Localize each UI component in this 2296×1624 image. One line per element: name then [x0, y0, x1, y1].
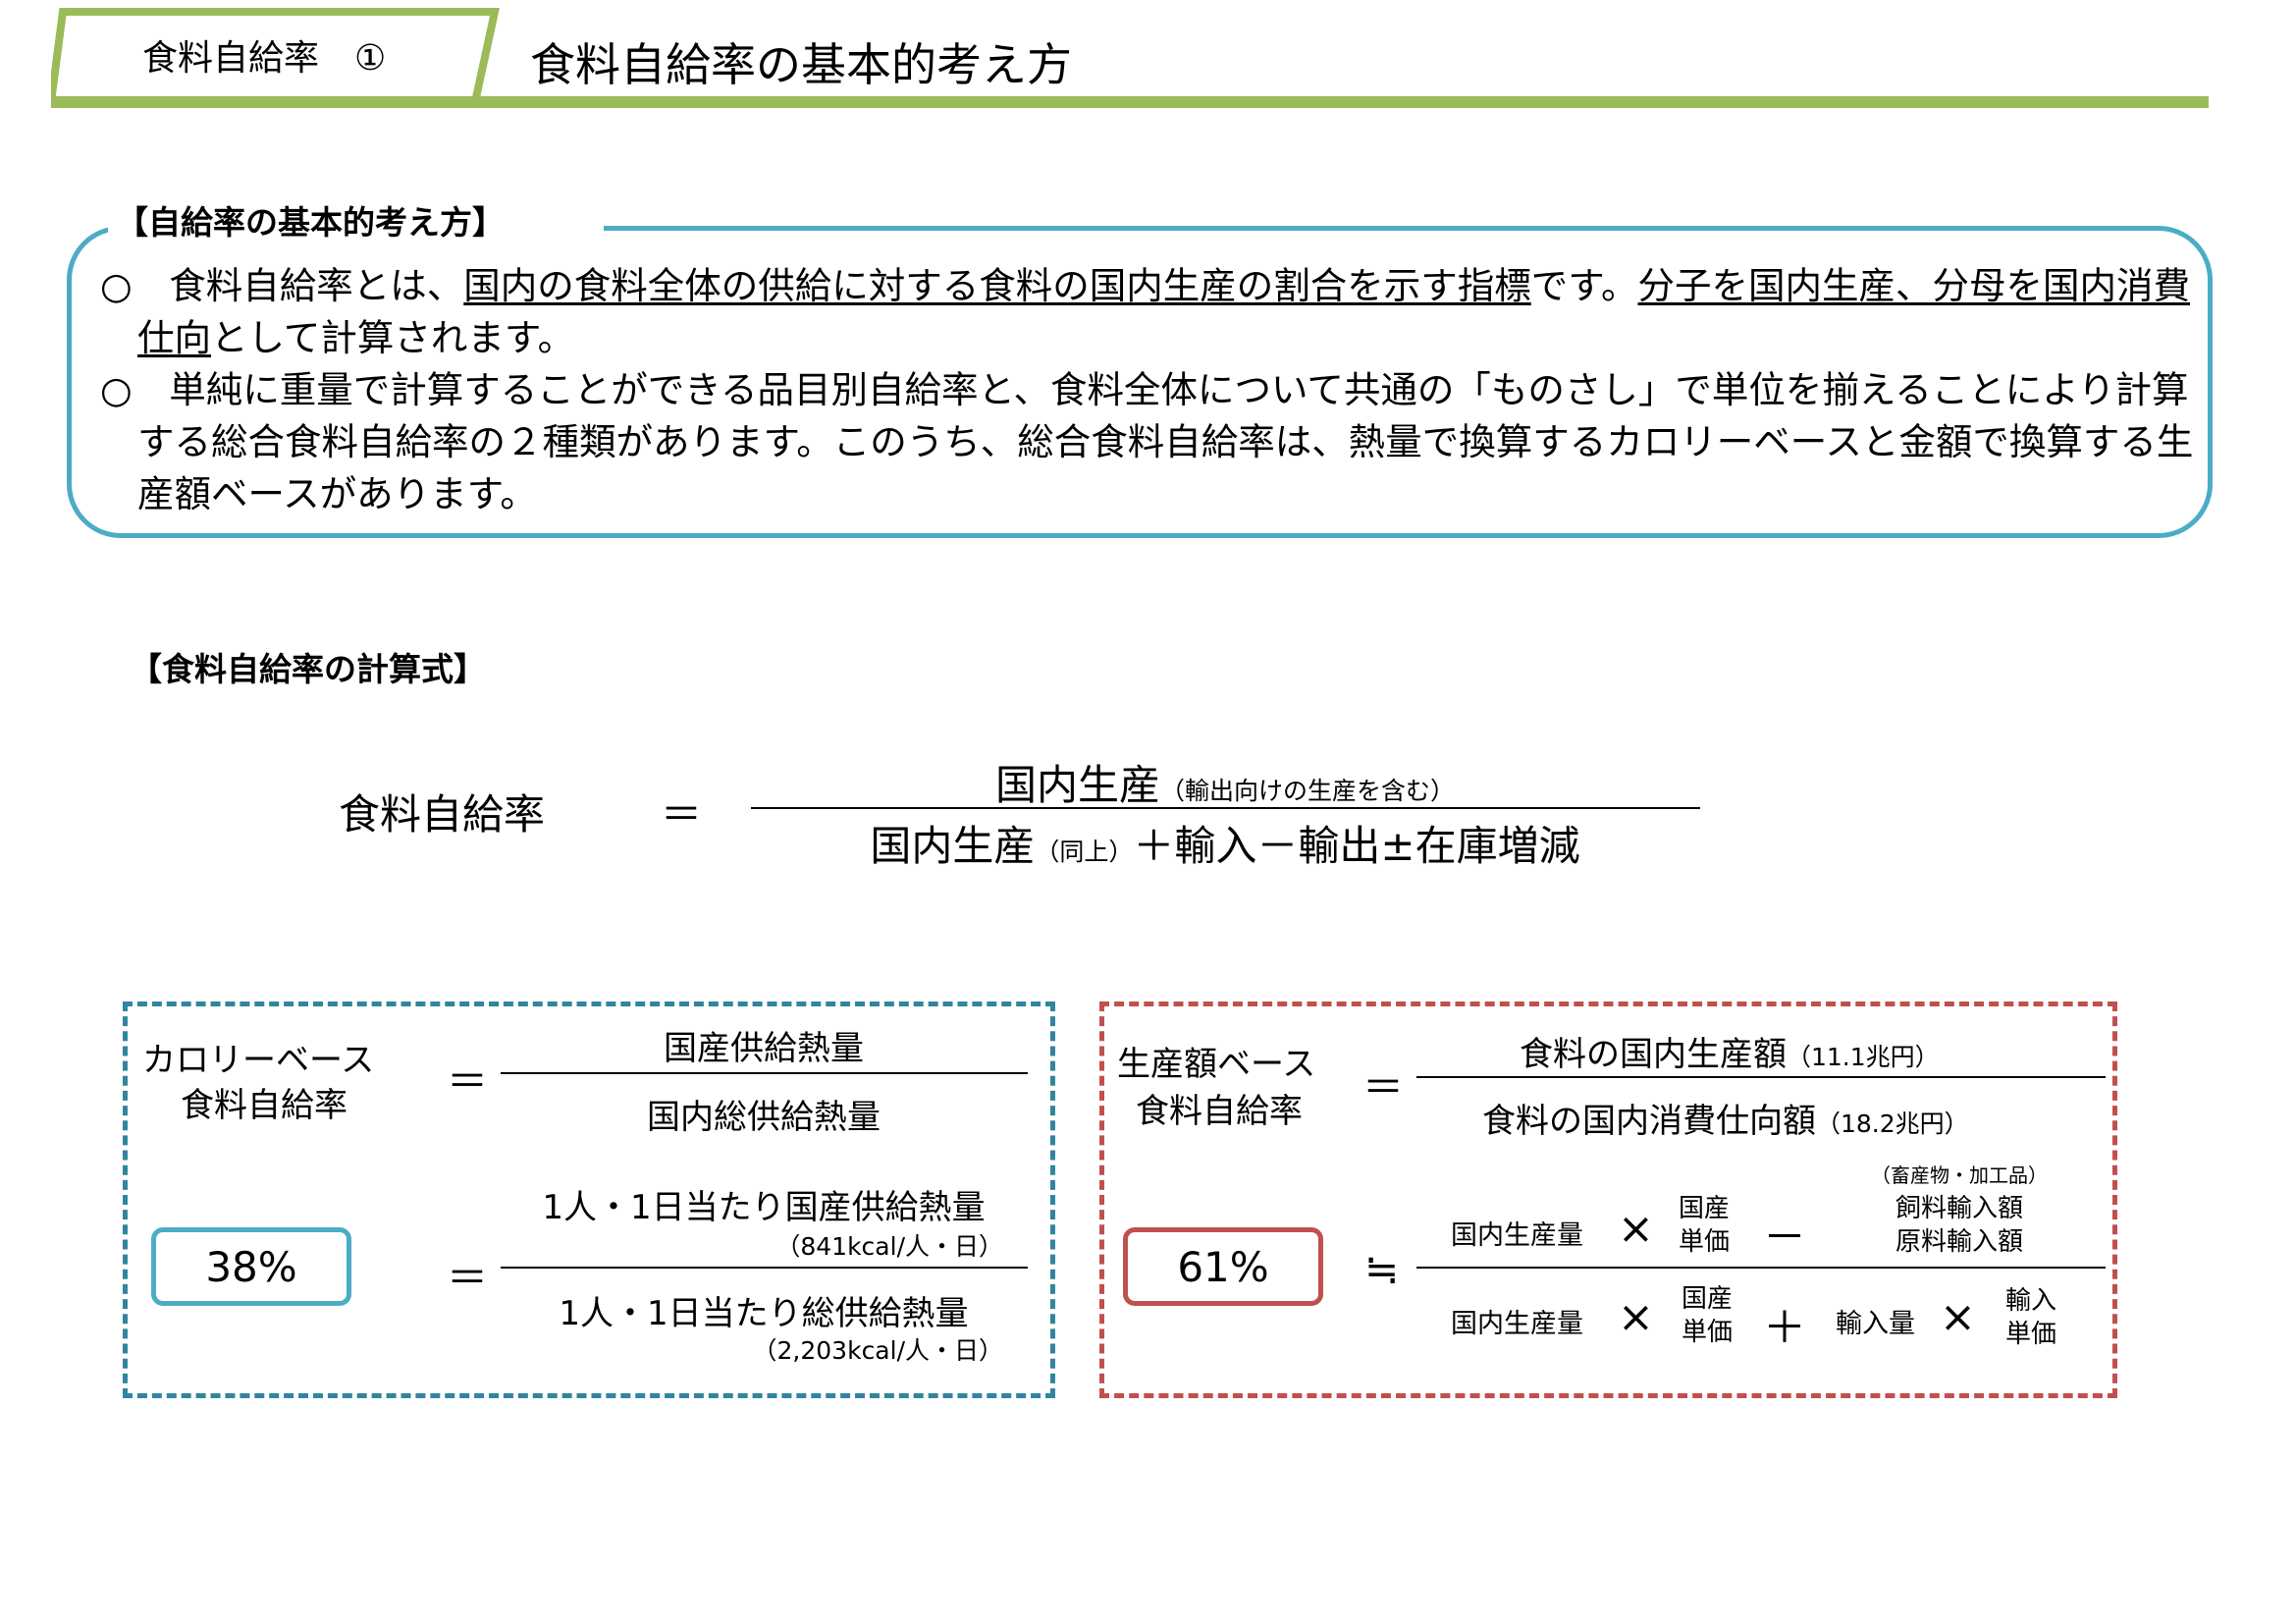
header-tab-label: 食料自給率 ①	[142, 38, 387, 79]
formula-heading: 【食料自給率の計算式】	[130, 650, 486, 688]
basics-paragraph-1: ○ 食料自給率とは、国内の食料全体の供給に対する食料の国内生産の割合を示す指標で…	[100, 264, 2190, 359]
den-plus: ＋	[1763, 1303, 1806, 1353]
production-label-2: 食料自給率	[1136, 1092, 1303, 1131]
basics-text: ○ 食料自給率とは、国内の食料全体の供給に対する食料の国内生産の割合を示す指標で…	[100, 260, 2199, 520]
calorie-numerator-note: （841kcal/人・日）	[775, 1232, 1003, 1261]
den-times-2: ×	[1940, 1292, 1976, 1342]
header-tab	[51, 8, 500, 102]
production-equals: ＝	[1362, 1063, 1405, 1111]
production-fraction-line	[1416, 1076, 2106, 1078]
den-times: ×	[1618, 1292, 1654, 1342]
production-value-badge: 61%	[1123, 1227, 1323, 1306]
calorie-numerator-detail: 1人・1日当たり国産供給熱量	[542, 1188, 986, 1227]
calorie-fraction-line	[501, 1072, 1028, 1074]
num-times: ×	[1618, 1204, 1654, 1254]
calorie-equals-2: ＝	[447, 1254, 489, 1302]
calorie-label: カロリーベース	[142, 1041, 375, 1080]
calorie-equals: ＝	[447, 1057, 489, 1106]
calorie-base-box	[123, 1001, 1055, 1398]
basics-paragraph-2: ○ 単純に重量で計算することができる品目別自給率と、食料全体について共通の「もの…	[100, 368, 2194, 515]
calorie-denominator: 国内総供給熱量	[647, 1098, 881, 1137]
formula-fraction-line	[751, 807, 1700, 809]
basics-box	[67, 226, 2213, 538]
production-label: 生産額ベース	[1117, 1045, 1316, 1084]
den-domestic-price: 国産単価	[1682, 1284, 1734, 1347]
num-minus: －	[1763, 1213, 1806, 1263]
calorie-denominator-note: （2,203kcal/人・日）	[752, 1336, 1003, 1365]
formula-lhs: 食料自給率	[339, 790, 546, 839]
calorie-fraction-line-2	[501, 1267, 1028, 1269]
num-imports: （畜産物・加工品）飼料輸入額原料輸入額	[1871, 1164, 2048, 1257]
production-approx: ≒	[1364, 1245, 1400, 1293]
production-fraction-line-2	[1416, 1267, 2106, 1269]
calorie-numerator: 国産供給熱量	[664, 1029, 864, 1068]
production-base-box	[1099, 1001, 2117, 1398]
calorie-label-2: 食料自給率	[181, 1086, 347, 1125]
calorie-value-badge: 38%	[151, 1227, 351, 1306]
den-domestic-quantity: 国内生産量	[1451, 1309, 1583, 1339]
formula-equals: ＝	[661, 790, 703, 839]
num-domestic-quantity: 国内生産量	[1451, 1220, 1583, 1251]
production-denominator: 食料の国内消費仕向額（18.2兆円）	[1482, 1102, 1969, 1141]
num-domestic-price: 国産単価	[1679, 1194, 1731, 1257]
den-import-price: 輸入単価	[2005, 1286, 2057, 1349]
header-rule	[51, 96, 2209, 108]
formula-numerator: 国内生産（輸出向けの生産を含む）	[994, 761, 1456, 809]
den-import-quantity: 輸入量	[1836, 1309, 1915, 1339]
production-numerator: 食料の国内生産額（11.1兆円）	[1520, 1035, 1940, 1074]
calorie-denominator-detail: 1人・1日当たり総供給熱量	[559, 1294, 969, 1333]
page-title: 食料自給率の基本的考え方	[530, 38, 1072, 91]
formula-denominator: 国内生産（同上）＋輸入－輸出±在庫増減	[870, 822, 1580, 870]
basics-heading: 【自給率の基本的考え方】	[116, 203, 505, 242]
